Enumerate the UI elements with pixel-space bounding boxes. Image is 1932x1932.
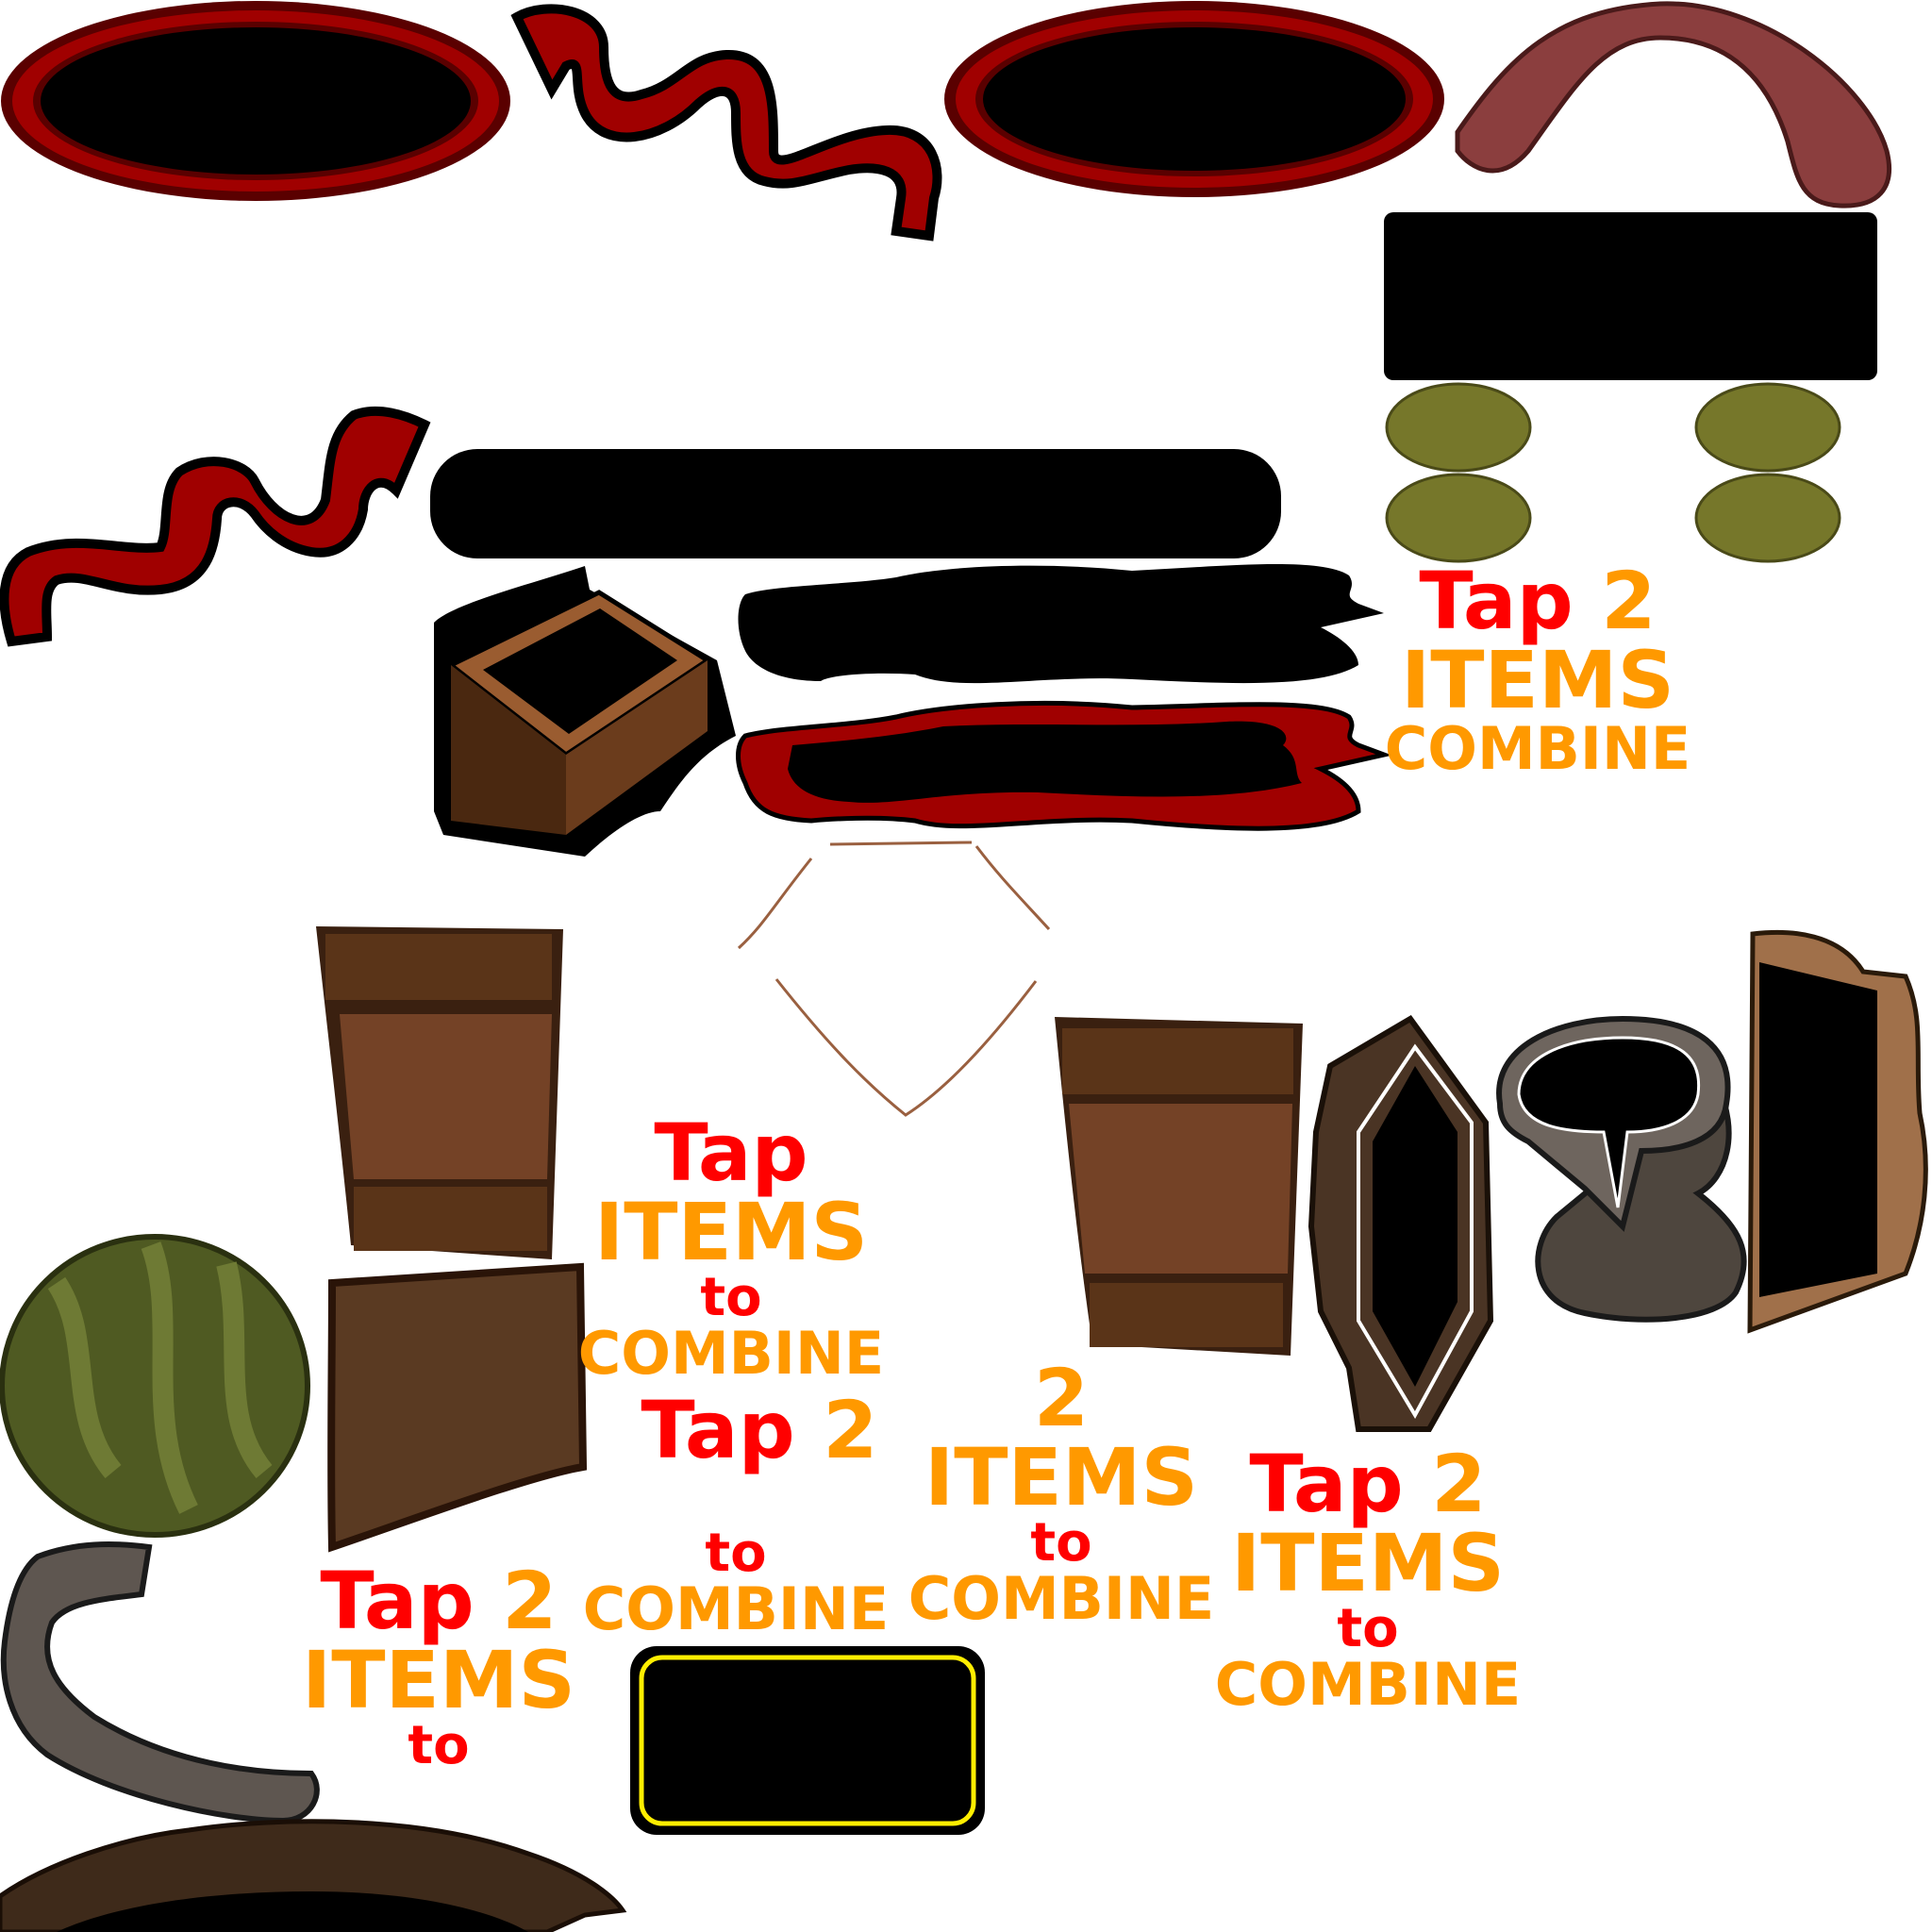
wood-panel-2 [1055,1017,1303,1356]
ribbon-snake-1 [510,4,942,242]
to-text: to [1337,1598,1399,1659]
items-text: ITEMS [1230,1517,1506,1609]
count-text: 2 [1431,1438,1487,1530]
red-splat [736,700,1392,831]
tap-text: Tap [1419,555,1574,647]
to-text: to [1030,1512,1092,1574]
tall-wood-frame [1747,929,1928,1334]
count-text: 2 [502,1555,558,1647]
count-text: 2 [1033,1352,1090,1444]
combine-text: COMBINE [582,1574,890,1643]
black-splat [738,564,1384,684]
hint-label-d: 2 ITEMS to COMBINE [863,1358,1259,1628]
diamond-outline [737,841,1051,1117]
hint-label-b: Tap ITEMS to COMBINE [533,1113,929,1383]
hint-label-f: to COMBINE [538,1527,934,1639]
count-text: 2 [1601,555,1657,647]
items-text: ITEMS [301,1634,576,1726]
shield-frame [1307,1015,1494,1432]
combine-text: COMBINE [577,1319,885,1388]
items-text: ITEMS [1400,634,1675,726]
gray-hook [0,1541,320,1824]
brown-board [327,1262,588,1553]
arch-piece [1455,1,1892,208]
to-text: to [408,1715,470,1776]
wood-panel-1 [316,926,563,1259]
black-banner [1384,212,1877,380]
melon [0,1234,310,1538]
items-text: ITEMS [593,1186,869,1278]
tap-text: Tap [641,1384,795,1476]
oval-frame-1 [1,1,510,201]
tap-text: Tap [654,1107,808,1199]
olive-buttons [1385,382,1841,563]
oval-frame-2 [944,1,1444,197]
dark-bowl [0,1819,627,1932]
wooden-box [434,566,736,857]
tap-text: Tap [320,1555,475,1647]
to-text: to [700,1267,762,1328]
tap-text: Tap [1249,1438,1404,1530]
combine-text: COMBINE [908,1564,1215,1633]
count-text: 2 [823,1384,878,1476]
to-text: to [705,1523,767,1584]
speech-bubble-pot [1496,1015,1747,1323]
items-text: ITEMS [924,1431,1199,1524]
combine-text: COMBINE [1214,1650,1522,1719]
combine-text: COMBINE [1384,714,1691,783]
black-pill-bar [430,449,1281,558]
yellow-bordered-panel [630,1646,985,1835]
ribbon-snake-2 [0,406,431,647]
